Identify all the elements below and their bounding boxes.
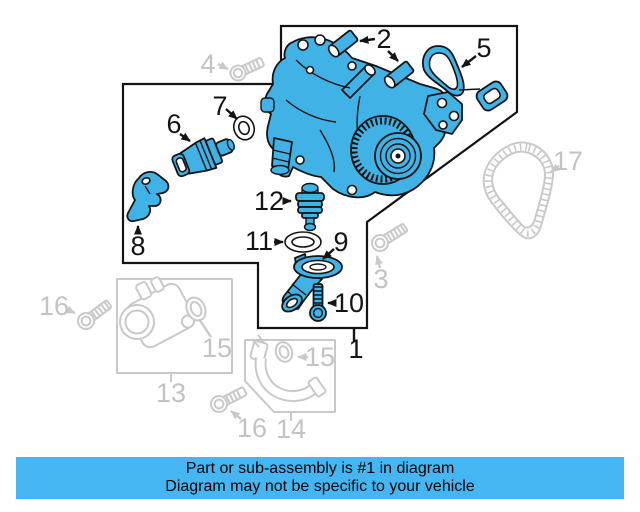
callout-2: 2 xyxy=(376,24,391,54)
callout-3: 3 xyxy=(373,264,388,294)
banner-line-2: Diagram may not be specific to your vehi… xyxy=(165,478,475,495)
callout-14: 14 xyxy=(276,414,306,444)
callout-5: 5 xyxy=(476,33,491,63)
callout-16-right: 16 xyxy=(237,413,267,443)
callout-4: 4 xyxy=(200,49,215,79)
part-bolt-4 xyxy=(229,57,265,82)
callout-16-left: 16 xyxy=(39,291,69,321)
callout-15-left: 15 xyxy=(202,333,232,363)
subdiagram-box-13 xyxy=(116,276,233,382)
callout-1: 1 xyxy=(348,334,363,364)
part-dowel-pin-upper xyxy=(327,29,359,58)
part-thermostat-12 xyxy=(295,182,325,232)
callout-11: 11 xyxy=(245,226,273,256)
footer-banner: Part or sub-assembly is #1 in diagram Di… xyxy=(16,457,624,499)
part-bracket-8 xyxy=(126,171,170,223)
subdiagram-box-14 xyxy=(244,334,336,421)
part-bolt-3 xyxy=(371,223,409,252)
callout-10: 10 xyxy=(334,288,364,318)
callout-12: 12 xyxy=(254,186,284,216)
callout-7: 7 xyxy=(212,91,227,121)
banner-line-1: Part or sub-assembly is #1 in diagram xyxy=(185,460,455,477)
part-dowel-pin-lower xyxy=(383,60,415,89)
callout-6: 6 xyxy=(166,109,181,139)
leader-arrows-black xyxy=(134,35,477,342)
part-outlet-housing-9 xyxy=(281,253,343,313)
part-gasket-pair-5 xyxy=(422,45,509,112)
part-bolt-16-right xyxy=(210,386,248,413)
part-oring-7 xyxy=(232,115,256,141)
callout-9: 9 xyxy=(333,227,348,257)
part-oring-15-left xyxy=(185,296,207,322)
callout-15-right: 15 xyxy=(305,342,335,372)
part-bolt-10 xyxy=(309,283,327,322)
part-sensor-6 xyxy=(171,137,235,178)
callout-13: 13 xyxy=(156,378,186,408)
part-oring-15-right xyxy=(274,341,294,363)
callout-17: 17 xyxy=(553,146,583,176)
part-bolt-16-left xyxy=(77,299,113,330)
part-drive-belt-17 xyxy=(482,141,555,240)
part-oring-11 xyxy=(284,231,322,253)
part-pipe-flange-14 xyxy=(307,376,327,398)
callout-8: 8 xyxy=(130,231,145,261)
leader-arrows-gray xyxy=(65,61,561,420)
